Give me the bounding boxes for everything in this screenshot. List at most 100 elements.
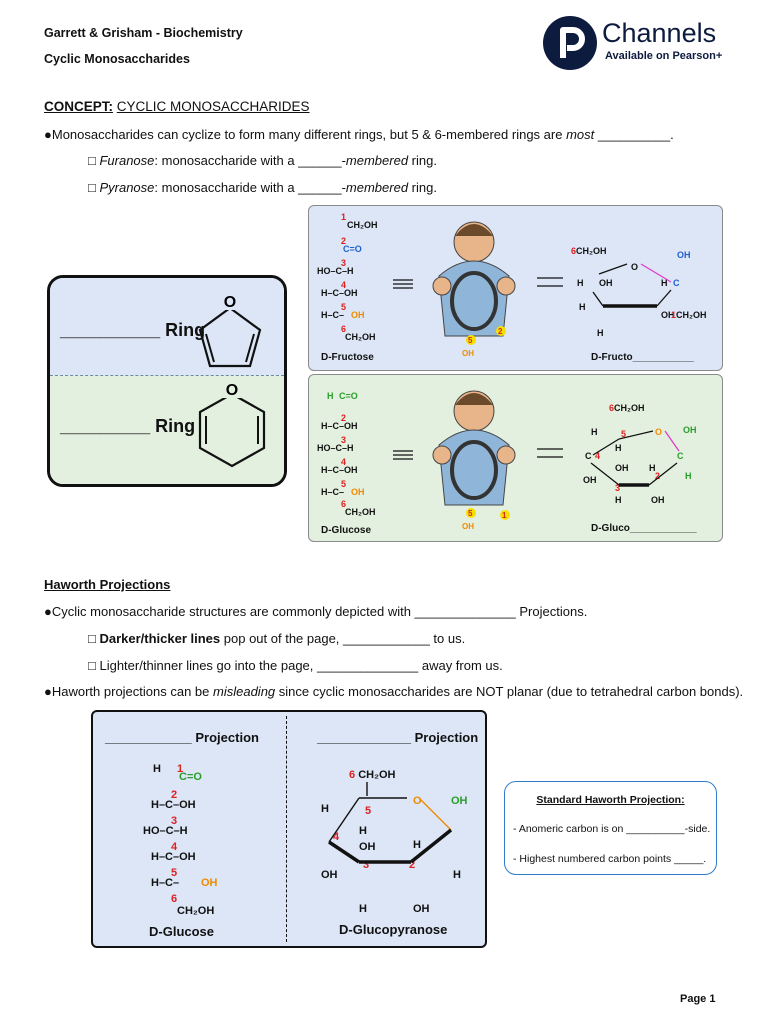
- svg-text:5: 5: [341, 479, 346, 489]
- haworth-b4-em: misleading: [213, 684, 276, 699]
- svg-text:2: 2: [655, 471, 660, 481]
- svg-text:C: C: [585, 451, 592, 461]
- bullet1-text: Monosaccharides can cyclize to form many…: [51, 127, 567, 142]
- haworth-caption: D-Glucopyranose: [339, 922, 447, 937]
- furanose-line: □ Furanose: monosaccharide with a ______…: [88, 153, 437, 168]
- svg-text:H: H: [649, 463, 656, 473]
- svg-text:6: 6: [341, 499, 346, 509]
- furanose-end: ring.: [408, 153, 437, 168]
- furan-region: [50, 278, 284, 375]
- haworth-b4-rest: since cyclic monosaccharides are NOT pla…: [275, 684, 744, 699]
- svg-text:C=O: C=O: [179, 771, 202, 783]
- svg-text:4: 4: [341, 280, 346, 290]
- strongman-icon: 2 5 OH: [432, 221, 516, 358]
- concept-bullet-1: ●Monosaccharides can cyclize to form man…: [44, 127, 674, 142]
- haworth-b4-pre: Haworth projections can be: [51, 684, 214, 699]
- svg-text:6: 6: [171, 893, 177, 905]
- svg-text:OH: OH: [462, 349, 474, 358]
- svg-text:OH: OH: [661, 310, 675, 320]
- standard-box-line-2: - Highest numbered carbon points _____.: [513, 853, 707, 865]
- svg-text:H: H: [453, 869, 461, 881]
- page-number: Page 1: [680, 993, 716, 1005]
- svg-text:H: H: [321, 803, 329, 815]
- svg-text:H: H: [615, 443, 622, 453]
- svg-text:OH: OH: [462, 522, 474, 531]
- haworth-bullet-3: □ Lighter/thinner lines go into the page…: [88, 658, 503, 673]
- svg-text:OH: OH: [451, 795, 468, 807]
- svg-text:5: 5: [341, 302, 346, 312]
- topic-title: Cyclic Monosaccharides: [44, 52, 190, 66]
- svg-text:H–C–OH: H–C–OH: [321, 465, 358, 475]
- concept-title: CYCLIC MONOSACCHARIDES: [116, 99, 310, 114]
- fructose-diagram: 1CH₂OH 2C=O 3HO–C–H 4H–C–OH 5H–C–OH 6CH₂…: [317, 212, 707, 363]
- svg-text:C=O: C=O: [339, 391, 358, 401]
- pyran-blank: _________: [60, 416, 151, 436]
- fischer-caption: D-Glucose: [149, 924, 214, 939]
- pyran-ring-icon: O: [198, 380, 266, 468]
- svg-text:H: H: [597, 328, 604, 338]
- svg-text:4: 4: [341, 457, 346, 467]
- brand-name: Channels: [602, 18, 717, 48]
- svg-text:5: 5: [621, 429, 626, 439]
- svg-text:OH: OH: [351, 487, 365, 497]
- svg-text:2: 2: [341, 413, 346, 423]
- projection-box: ____________ Projection _____________ Pr…: [91, 710, 487, 948]
- svg-text:3: 3: [171, 815, 177, 827]
- fischer-blank: ____________: [105, 730, 192, 745]
- svg-text:H: H: [359, 825, 367, 837]
- pyranose-rest: : monosaccharide with a ______-: [154, 180, 346, 195]
- pearson-logo: [543, 16, 597, 70]
- svg-text:H–C–: H–C–: [321, 487, 344, 497]
- svg-text:5: 5: [468, 336, 473, 345]
- projection-divider: [286, 716, 287, 942]
- svg-text:H–C–: H–C–: [321, 310, 344, 320]
- furan-o: O: [224, 294, 236, 311]
- svg-text:HO–C–H: HO–C–H: [317, 266, 354, 276]
- svg-text:1: 1: [502, 511, 507, 520]
- svg-text:1: 1: [177, 763, 183, 775]
- svg-text:OH: OH: [599, 278, 613, 288]
- pyranose-term: Pyranose: [99, 180, 155, 195]
- haworth-label: _____________ Projection: [317, 730, 478, 745]
- ring-box: __________ Ring _________ Ring O O: [47, 275, 287, 487]
- svg-text:H: H: [577, 278, 584, 288]
- haworth-b1-text: Cyclic monosaccharide structures are com…: [51, 604, 588, 619]
- svg-text:H: H: [359, 903, 367, 915]
- svg-text:H: H: [327, 391, 334, 401]
- svg-text:4: 4: [171, 841, 178, 853]
- pyran-label: _________ Ring: [60, 416, 195, 437]
- svg-text:1: 1: [341, 212, 346, 222]
- svg-text:C: C: [677, 451, 684, 461]
- course-title: Garrett & Grisham - Biochemistry: [44, 26, 243, 40]
- svg-text:3: 3: [341, 435, 346, 445]
- svg-text:H: H: [413, 839, 421, 851]
- bullet1-blank: __________.: [594, 127, 674, 142]
- svg-text:C: C: [673, 278, 680, 288]
- brand-subtitle: Available on Pearson+: [605, 50, 723, 62]
- pearson-p-icon: [560, 27, 585, 58]
- svg-text:CH₂OH: CH₂OH: [345, 332, 376, 342]
- svg-text:H: H: [615, 495, 622, 505]
- furan-word: Ring: [165, 320, 206, 340]
- svg-text:OH: OH: [683, 425, 697, 435]
- svg-text:OH: OH: [677, 250, 691, 260]
- svg-text:OH: OH: [201, 877, 218, 889]
- pyranose-line: □ Pyranose: monosaccharide with a ______…: [88, 180, 437, 195]
- haworth-b2-bold: Darker/thicker lines: [99, 631, 221, 646]
- svg-text:6CH₂OH: 6CH₂OH: [571, 246, 607, 256]
- svg-text:H: H: [661, 278, 668, 288]
- svg-text:O: O: [413, 795, 422, 807]
- bullet1-em: most: [566, 127, 595, 142]
- pyran-region: [50, 375, 284, 484]
- haworth-bullet-1: ●Cyclic monosaccharide structures are co…: [44, 604, 588, 619]
- haworth-bullet-4: ●Haworth projections can be misleading s…: [44, 684, 744, 699]
- haworth-bullet-2: □ Darker/thicker lines pop out of the pa…: [88, 631, 466, 646]
- svg-text:CH₂OH: CH₂OH: [347, 220, 378, 230]
- svg-text:O: O: [631, 262, 638, 272]
- haworth-heading: Haworth Projections: [44, 577, 171, 592]
- haworth-word: Projection: [414, 730, 479, 745]
- svg-text:H: H: [685, 471, 692, 481]
